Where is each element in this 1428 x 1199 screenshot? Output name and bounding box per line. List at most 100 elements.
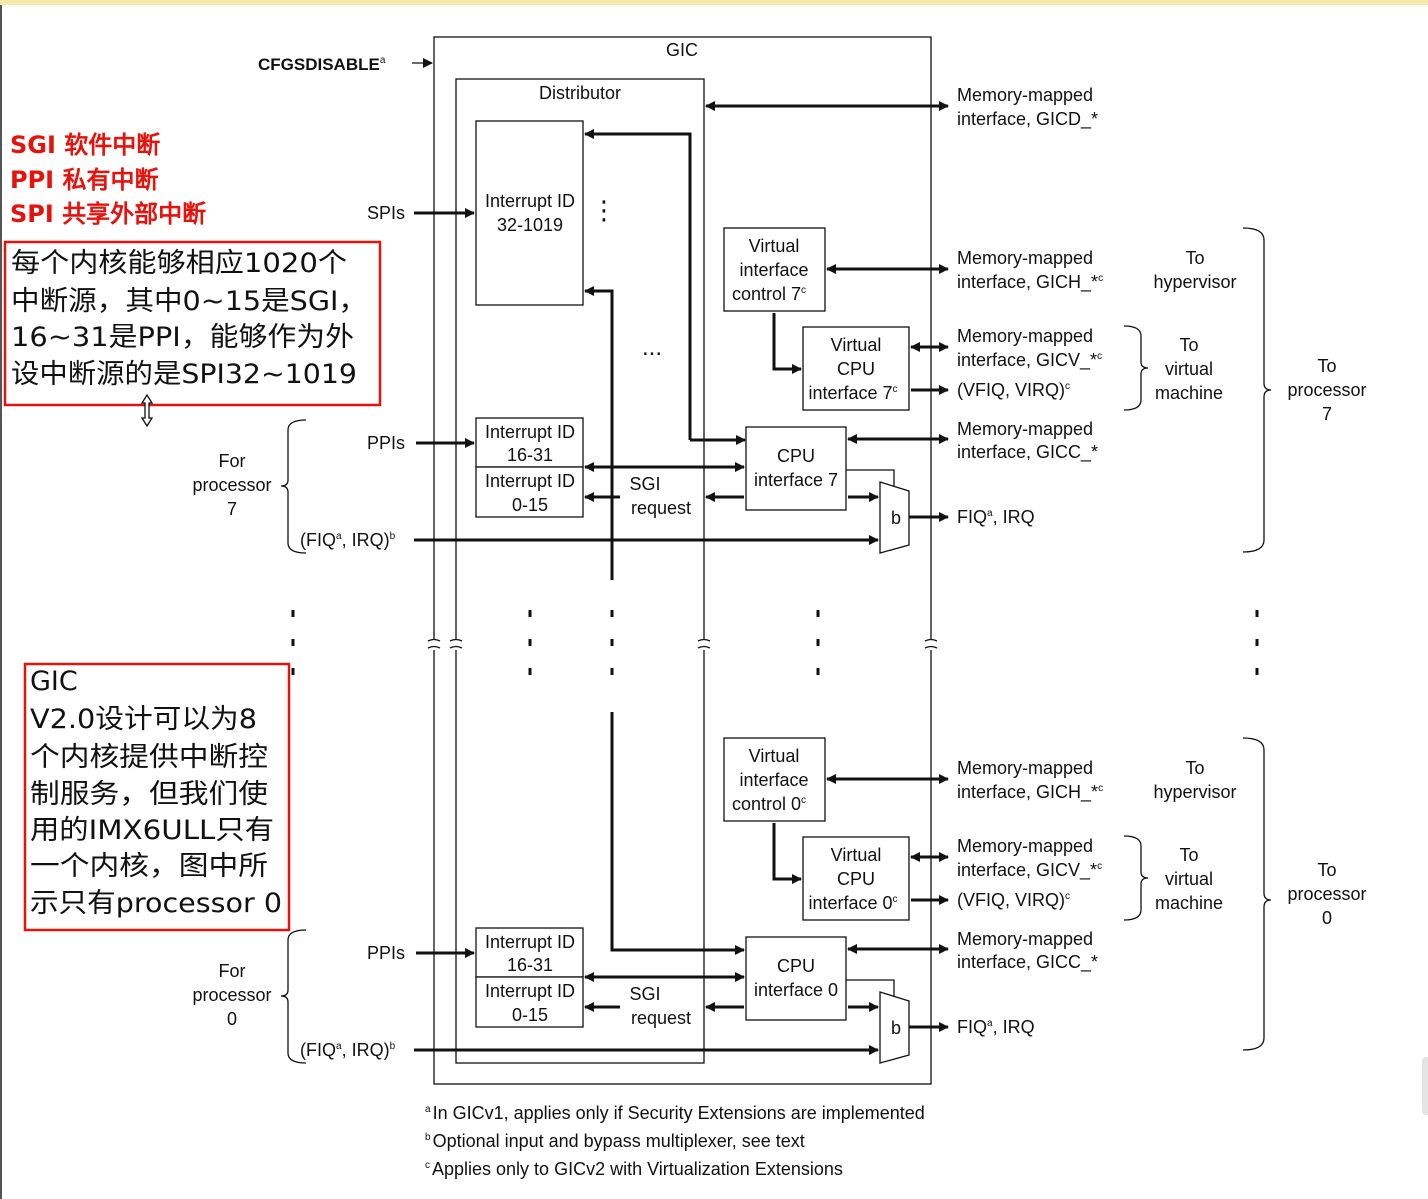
svg-text:V2.0设计可以为8: V2.0设计可以为8 — [30, 704, 257, 735]
ppis-label-7: PPIs — [367, 433, 405, 453]
distributor-title: Distributor — [539, 83, 621, 103]
svg-text:CPU: CPU — [777, 446, 815, 466]
cfgsdisable-input: CFGSDISABLEa — [258, 55, 433, 74]
svg-text:To: To — [1179, 335, 1198, 355]
svg-text:Interrupt ID: Interrupt ID — [485, 932, 575, 952]
cpu-interface-0 — [745, 936, 847, 1021]
bypass-mux-7 — [879, 481, 910, 554]
svg-text:Virtual: Virtual — [831, 845, 882, 865]
svg-text:processor: processor — [1287, 884, 1366, 904]
svg-text:Memory-mapped: Memory-mapped — [957, 929, 1093, 949]
gicd-label-1: Memory-mapped — [957, 85, 1093, 105]
svg-text:To: To — [1185, 248, 1204, 268]
svg-text:machine: machine — [1155, 383, 1223, 403]
svg-text:interface 0: interface 0 — [754, 980, 838, 1000]
legend-ppi: PPI 私有中断 — [10, 166, 158, 194]
bypass-mux-0 — [879, 991, 910, 1064]
spi-interrupt-id-box — [475, 120, 584, 306]
side-panel-tab[interactable] — [1422, 1057, 1428, 1115]
virtual-cpu-interface-7 — [802, 326, 910, 411]
svg-text:16-31: 16-31 — [507, 955, 553, 975]
ppi-interrupt-id-box-0 — [475, 927, 584, 978]
svg-text:hypervisor: hypervisor — [1153, 782, 1236, 802]
svg-text:7: 7 — [1322, 404, 1332, 424]
svg-text:processor: processor — [192, 475, 271, 495]
virtual-cpu-interface-0 — [802, 836, 910, 921]
svg-text:virtual: virtual — [1165, 359, 1213, 379]
cfgsdisable-label: CFGSDISABLE — [258, 55, 380, 74]
svg-text:virtual: virtual — [1165, 869, 1213, 889]
spi-id-range: 32-1019 — [497, 215, 563, 235]
svg-text:request: request — [631, 1008, 691, 1028]
cpu-interface-7 — [745, 426, 847, 511]
svg-text:(FIQa, IRQ)b: (FIQa, IRQ)b — [300, 1040, 396, 1060]
continuation-dots — [291, 610, 1259, 680]
svg-text:b: b — [891, 1018, 901, 1038]
svg-text:interface, GICC_*: interface, GICC_* — [957, 442, 1098, 463]
gic-title: GIC — [666, 40, 698, 60]
svg-text:一个内核，图中所: 一个内核，图中所 — [30, 851, 268, 882]
svg-text:interface, GICV_*c: interface, GICV_*c — [957, 350, 1102, 371]
svg-text:processor: processor — [1287, 380, 1366, 400]
svg-text:Interrupt ID: Interrupt ID — [485, 191, 575, 211]
svg-text:To: To — [1317, 356, 1336, 376]
processor-0-section: Virtual interface control 0c Memory-mapp… — [192, 737, 1367, 1064]
svg-text:Memory-mapped: Memory-mapped — [957, 326, 1093, 346]
svg-text:Memory-mapped: Memory-mapped — [957, 419, 1093, 439]
svg-text:(VFIQ, VIRQ)c: (VFIQ, VIRQ)c — [957, 380, 1070, 400]
svg-text:FIQa, IRQ: FIQa, IRQ — [957, 1017, 1035, 1037]
svg-text:(VFIQ, VIRQ)c: (VFIQ, VIRQ)c — [957, 890, 1070, 910]
svg-text:interface 0c: interface 0c — [808, 893, 897, 913]
svg-text:7: 7 — [227, 499, 237, 519]
gicd-label-2: interface, GICD_* — [957, 109, 1098, 130]
processor-7-section: Virtual interface control 7c Memory-mapp… — [192, 227, 1367, 554]
virtual-interface-control-7 — [723, 227, 826, 312]
svg-text:To: To — [1317, 860, 1336, 880]
svg-text:0: 0 — [227, 1009, 237, 1029]
svg-text:interface: interface — [739, 770, 808, 790]
svg-text:Virtual: Virtual — [831, 335, 882, 355]
svg-text:16~31是PPI，能够作为外: 16~31是PPI，能够作为外 — [11, 322, 354, 353]
svg-text:每个内核能够相应1020个: 每个内核能够相应1020个 — [11, 248, 347, 279]
svg-text:Memory-mapped: Memory-mapped — [957, 758, 1093, 778]
svg-text:For: For — [219, 451, 246, 471]
svg-text:0-15: 0-15 — [512, 1005, 548, 1025]
svg-text:中断源，其中0~15是SGI，: 中断源，其中0~15是SGI， — [11, 286, 367, 317]
virtual-interface-control-0 — [723, 737, 826, 822]
ppis-label-0: PPIs — [367, 943, 405, 963]
resize-cursor-icon — [140, 393, 154, 428]
legend-spi: SPI 共享外部中断 — [10, 200, 206, 228]
svg-text:SGI: SGI — [629, 474, 660, 494]
svg-text:machine: machine — [1155, 893, 1223, 913]
svg-text:interface 7c: interface 7c — [808, 383, 897, 403]
svg-text:interface, GICV_*c: interface, GICV_*c — [957, 860, 1102, 881]
svg-text:制服务，但我们使: 制服务，但我们使 — [30, 779, 268, 810]
svg-text:interface 7: interface 7 — [754, 470, 838, 490]
svg-text:GIC: GIC — [30, 666, 78, 697]
top-highlight-strip — [0, 0, 1428, 5]
gic-block: GIC — [433, 36, 932, 1085]
svg-text:示只有processor 0: 示只有processor 0 — [30, 888, 282, 919]
svg-text:0: 0 — [1322, 908, 1332, 928]
svg-text:设中断源的是SPI32~1019: 设中断源的是SPI32~1019 — [11, 359, 357, 390]
svg-text:CFGSDISABLEa: CFGSDISABLEa — [258, 55, 386, 74]
svg-text:For: For — [219, 961, 246, 981]
svg-text:CPU: CPU — [837, 869, 875, 889]
svg-text:processor: processor — [192, 985, 271, 1005]
svg-text:Memory-mapped: Memory-mapped — [957, 248, 1093, 268]
svg-text:FIQa, IRQ: FIQa, IRQ — [957, 507, 1035, 527]
svg-text:CPU: CPU — [837, 359, 875, 379]
svg-text:Memory-mapped: Memory-mapped — [957, 836, 1093, 856]
note-bottom: GIC V2.0设计可以为8 个内核提供中断控 制服务，但我们使 用的IMX6U… — [23, 662, 291, 932]
svg-text:Virtual: Virtual — [749, 746, 800, 766]
svg-text:16-31: 16-31 — [507, 445, 553, 465]
svg-text:control 0c: control 0c — [732, 794, 806, 814]
svg-text:Interrupt ID: Interrupt ID — [485, 981, 575, 1001]
spis-label: SPIs — [367, 203, 405, 223]
ellipsis: ... — [642, 334, 662, 361]
svg-text:interface, GICC_*: interface, GICC_* — [957, 952, 1098, 973]
interrupt-type-legend: SGI 软件中断 PPI 私有中断 SPI 共享外部中断 — [10, 131, 206, 228]
